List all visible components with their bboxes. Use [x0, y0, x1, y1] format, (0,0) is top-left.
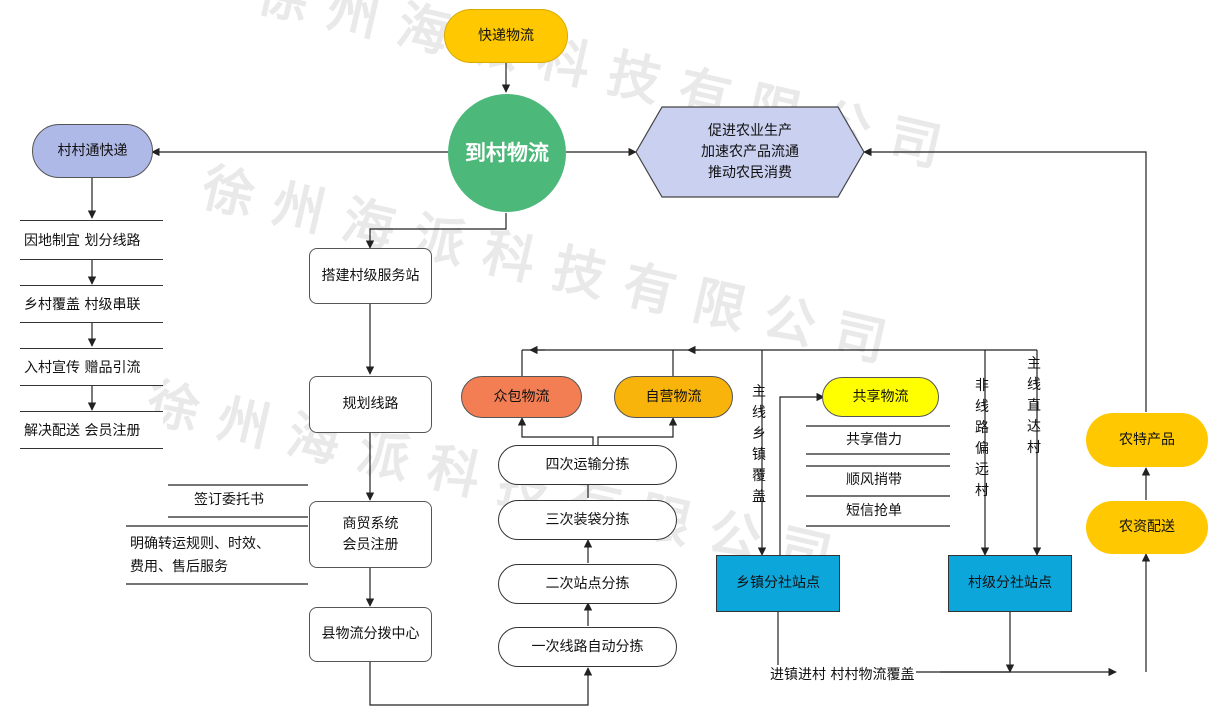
sort-step: 四次运输分拣: [498, 445, 677, 485]
sort-step: 三次装袋分拣: [498, 500, 677, 540]
left-step-item: 解决配送 会员注册: [20, 411, 163, 449]
village-service-station-node: 搭建村级服务站: [309, 248, 432, 304]
rules-note-line: 明确转运规则、时效、: [130, 536, 270, 552]
shared-item: 短信抢单: [846, 503, 902, 519]
agri-supply-delivery-node: 农资配送: [1086, 501, 1208, 554]
remote-village-label: 非线路偏远村: [975, 378, 989, 499]
sort-step: 一次线路自动分拣: [498, 627, 677, 667]
direct-village-label: 主线直达村: [1027, 356, 1041, 456]
trade-system-node: 商贸系统 会员注册: [309, 501, 432, 568]
plan-route-node: 规划线路: [309, 376, 432, 433]
shared-logistics-node: 共享物流: [822, 377, 939, 417]
benefit-line: 推动农民消费: [708, 164, 792, 181]
left-step-item: 因地制宜 划分线路: [20, 220, 163, 260]
trade-system-line: 商贸系统: [342, 515, 399, 532]
self-operated-logistics-node: 自营物流: [614, 376, 733, 418]
coverage-label: 进镇进村 村村物流覆盖: [768, 665, 917, 686]
county-distribution-center-node: 县物流分拨中心: [309, 607, 432, 662]
village-branch-station-node: 村级分社站点: [948, 555, 1072, 612]
town-branch-station-node: 乡镇分社站点: [716, 555, 840, 612]
benefit-line: 促进农业生产: [708, 122, 792, 139]
left-step-item: 乡村覆盖 村级串联: [20, 285, 163, 323]
trade-system-line: 会员注册: [342, 536, 399, 553]
benefits-text: 促进农业生产 加速农产品流通 推动农民消费: [662, 110, 838, 194]
shared-item: 顺风捎带: [846, 472, 902, 488]
rules-note-line: 费用、售后服务: [130, 559, 228, 575]
sort-step: 二次站点分拣: [498, 564, 677, 604]
village-express-node: 村村通快递: [32, 124, 153, 178]
center-village-logistics-node: 到村物流: [448, 94, 566, 212]
left-step-item: 入村宣传 赠品引流: [20, 348, 163, 386]
mainline-town-label: 主线乡镇覆盖: [752, 384, 766, 505]
sign-contract-note: 签订委托书: [194, 492, 264, 508]
express-logistics-node: 快递物流: [444, 9, 568, 63]
specialty-products-node: 农特产品: [1086, 413, 1208, 467]
crowdsourced-logistics-node: 众包物流: [461, 376, 582, 418]
benefit-line: 加速农产品流通: [701, 143, 799, 160]
shared-item: 共享借力: [846, 432, 902, 448]
